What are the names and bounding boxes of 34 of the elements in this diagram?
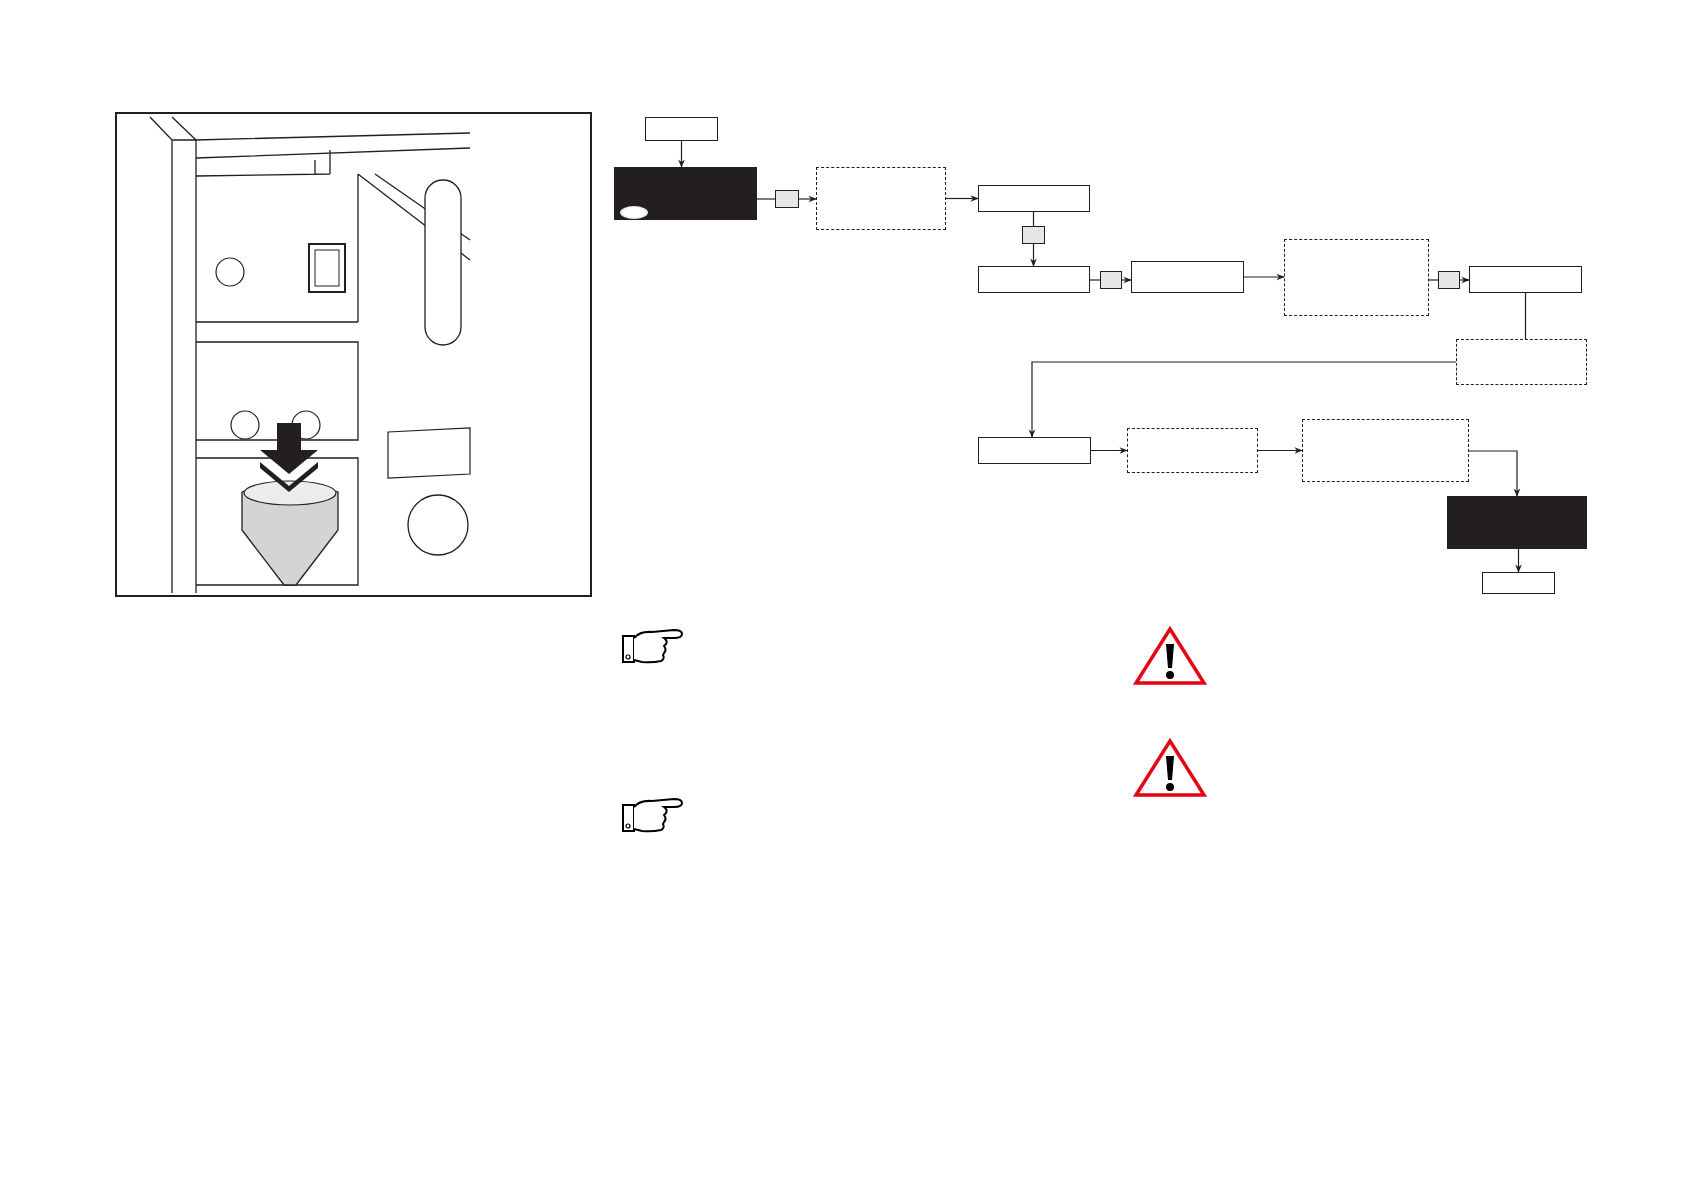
process-box <box>645 117 718 141</box>
process-box <box>1131 261 1244 293</box>
process-box <box>978 266 1090 293</box>
process-box <box>1469 266 1582 293</box>
arrow <box>798 195 817 203</box>
key-symbol <box>1022 226 1045 244</box>
connector-line <box>1428 279 1439 281</box>
highlighted-box <box>614 167 757 220</box>
process-box <box>978 185 1090 212</box>
dashed-process-box <box>1302 419 1469 482</box>
arrow <box>1468 450 1521 497</box>
key-symbol <box>775 190 799 208</box>
arrow <box>678 140 685 168</box>
process-box <box>978 437 1091 464</box>
arrow <box>945 195 979 202</box>
dashed-process-box <box>1456 339 1587 385</box>
process-box <box>1482 572 1555 594</box>
arrow <box>1028 361 1457 438</box>
key-symbol <box>1100 271 1122 289</box>
connector-line <box>1524 292 1527 340</box>
key-symbol <box>1438 271 1460 289</box>
dashed-process-box <box>816 167 946 230</box>
arrow <box>1257 447 1303 454</box>
arrow <box>1090 447 1128 454</box>
dashed-process-box <box>1284 239 1429 316</box>
connector-line <box>1089 279 1101 281</box>
arrow <box>1459 276 1470 284</box>
arrow <box>1121 276 1132 284</box>
highlighted-box <box>1447 496 1587 549</box>
arrow <box>1030 243 1037 267</box>
arrow <box>1515 548 1522 573</box>
arrow <box>1243 273 1285 281</box>
dashed-process-box <box>1127 428 1258 473</box>
connector-line <box>756 198 776 200</box>
